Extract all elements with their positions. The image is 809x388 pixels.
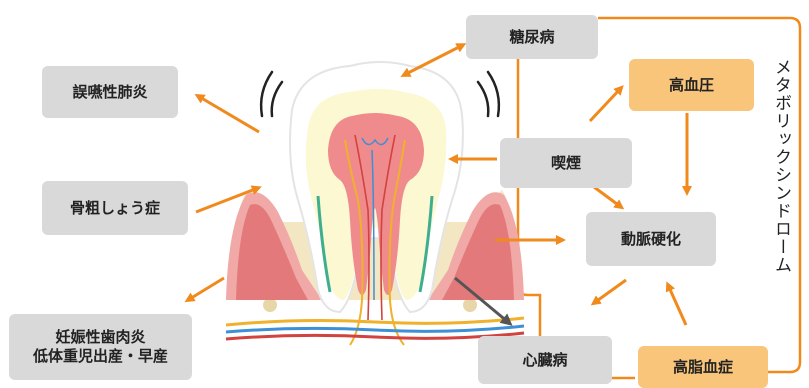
hypertension-box: 高血圧 [629, 59, 754, 111]
aspiration-pneumonia-label: 誤嚥性肺炎 [72, 83, 147, 102]
diabetes-box: 糖尿病 [466, 15, 598, 59]
arteriosclerosis-label: 動脈硬化 [621, 230, 681, 249]
smoking-box: 喫煙 [500, 138, 632, 188]
heart-disease-box: 心臓病 [478, 336, 612, 384]
osteoporosis-box: 骨粗しょう症 [42, 181, 188, 235]
hypertension-label: 高血圧 [669, 76, 714, 95]
heart-disease-label: 心臓病 [522, 351, 567, 370]
pregnancy-label: 妊娠性歯肉炎 低体重児出産・早産 [33, 328, 168, 366]
hyperlipidemia-label: 高脂血症 [673, 358, 733, 377]
arteriosclerosis-box: 動脈硬化 [586, 212, 716, 266]
hyperlipidemia-box: 高脂血症 [638, 346, 768, 388]
diabetes-label: 糖尿病 [509, 28, 554, 47]
pregnancy-box: 妊娠性歯肉炎 低体重児出産・早産 [9, 314, 192, 380]
aspiration-pneumonia-box: 誤嚥性肺炎 [42, 66, 178, 118]
metabolic-syndrome-label: メタボリックシンドローム [768, 58, 794, 338]
smoking-label: 喫煙 [551, 154, 581, 173]
osteoporosis-label: 骨粗しょう症 [70, 199, 160, 218]
tooth-illustration [226, 62, 524, 345]
